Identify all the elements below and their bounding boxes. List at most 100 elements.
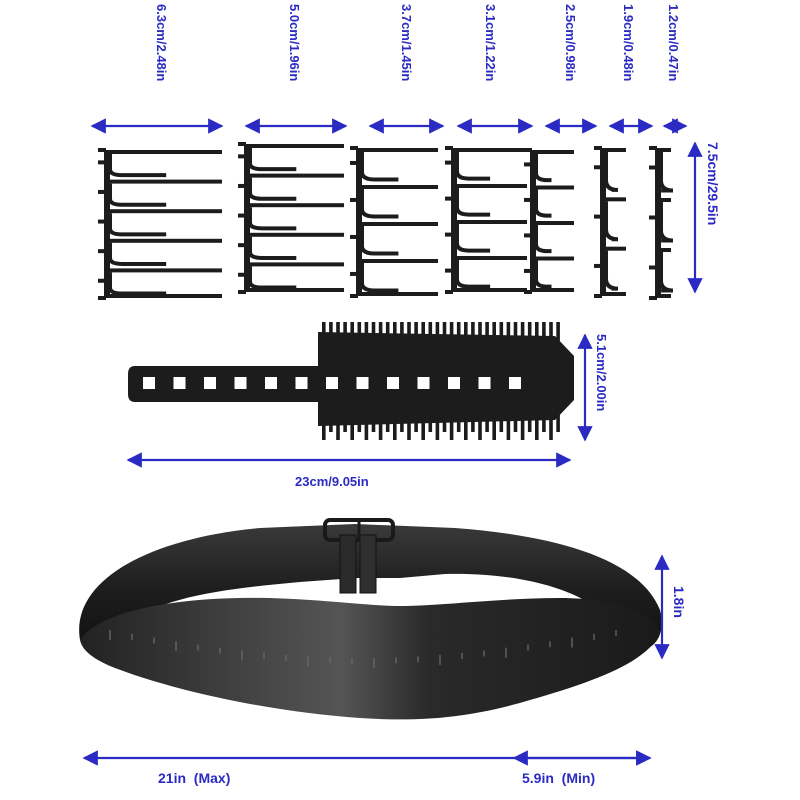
guard-hook [604,250,619,291]
comb-hole [143,377,155,389]
guard-combs [98,142,674,300]
guard-tab [445,160,453,165]
guard-hook [248,236,297,260]
guard-prong [244,203,344,208]
band-height-label: 1.8in [671,586,687,618]
comb-tooth [527,322,532,362]
guard-prong [244,262,344,267]
guard-spine [244,144,250,292]
comb-tooth [556,392,560,432]
guard-clip [98,296,106,300]
guard-tab [98,189,106,194]
guard-prong [451,288,527,292]
guard-prong [356,222,438,226]
guard-width-dimensions: 6.3cm/2.48in 5.0cm/1.96in 3.7cm/1.45in 3… [90,4,688,134]
comb-tooth [535,322,539,362]
comb-body [128,332,574,426]
guard-hook [108,183,167,207]
guard-tab [350,197,358,202]
guard-prong [655,248,671,252]
guard-clip [445,146,453,150]
guard-clip [524,148,532,152]
comb-tooth [393,322,397,362]
guard-clip [238,142,246,146]
guard-tab [594,165,602,170]
guard-comb-1 [98,148,222,300]
guard-prong [244,232,344,237]
comb-height-label: 5.1cm/2.00in [594,334,609,411]
guard-tab [594,214,602,219]
guard-prong [600,246,626,251]
comb-tooth [456,392,461,432]
guard-tab [524,268,532,273]
guard-tab [98,219,106,224]
comb-tooth [322,392,326,440]
comb-tooth [371,322,376,362]
comb-tooth [471,392,475,432]
guard-prong [356,259,438,263]
comb-tooth [329,322,333,362]
guard-clip [445,290,453,294]
guard-prong [244,144,344,148]
comb-tooth [542,392,546,432]
comb-tooth [400,392,404,432]
comb-tooth [357,322,362,362]
guard-prong [530,185,574,190]
comb-hole [448,377,460,389]
guard-clip [594,294,602,298]
comb-hole [478,377,491,389]
guard-prong [600,197,626,202]
guard-height-dimension: 7.5cm/29.5in [687,141,721,294]
guard-width-label-2: 5.0cm/1.96in [287,4,302,81]
comb-tooth [364,392,369,440]
comb-tooth [513,392,518,432]
comb-hole [295,377,308,389]
guard-tab [445,232,453,237]
guard-tab [350,271,358,276]
comb-tooth [464,322,468,362]
comb-tooth [549,322,553,362]
guard-spine [600,148,606,296]
guard-tab [238,243,246,248]
comb-tooth [478,392,482,440]
comb-hole [173,377,186,389]
comb-tooth [442,322,447,362]
comb-tooth [556,322,560,362]
guard-clip [594,146,602,150]
guard-comb-6 [594,146,626,298]
guard-clip [649,296,657,300]
guard-hook [108,242,167,266]
guard-spine [655,148,661,298]
comb-tooth [485,392,489,432]
comb-tooth [322,322,326,362]
comb-hole [509,377,521,389]
comb-hole [234,377,247,389]
guard-prong [530,221,574,225]
comb-tooth [350,392,354,440]
guard-hook [248,177,297,201]
guard-clip [350,294,358,298]
comb-tooth [471,322,475,362]
band-length-dimensions: 21in (Max) 5.9in (Min) [82,750,652,786]
guard-tab [649,165,657,170]
guard-hook [604,152,619,192]
guard-tab [445,196,453,201]
guard-prong [530,256,574,261]
comb-tooth [400,322,404,362]
guard-prong [356,292,438,296]
comb-tooth [435,392,440,440]
comb-tooth [549,392,553,440]
guard-hook [360,189,399,219]
guard-tab [649,215,657,220]
guard-hook [455,224,491,253]
comb-tooth [428,322,433,362]
comb-tooth [407,322,411,362]
guard-hook [534,225,552,254]
guard-prong [600,292,626,296]
guard-width-label-6: 1.9cm/0.48in [621,4,636,81]
comb-tooth [485,322,489,362]
comb-tooth [506,392,511,440]
comb-tooth [428,392,433,432]
guard-hook [455,152,491,181]
